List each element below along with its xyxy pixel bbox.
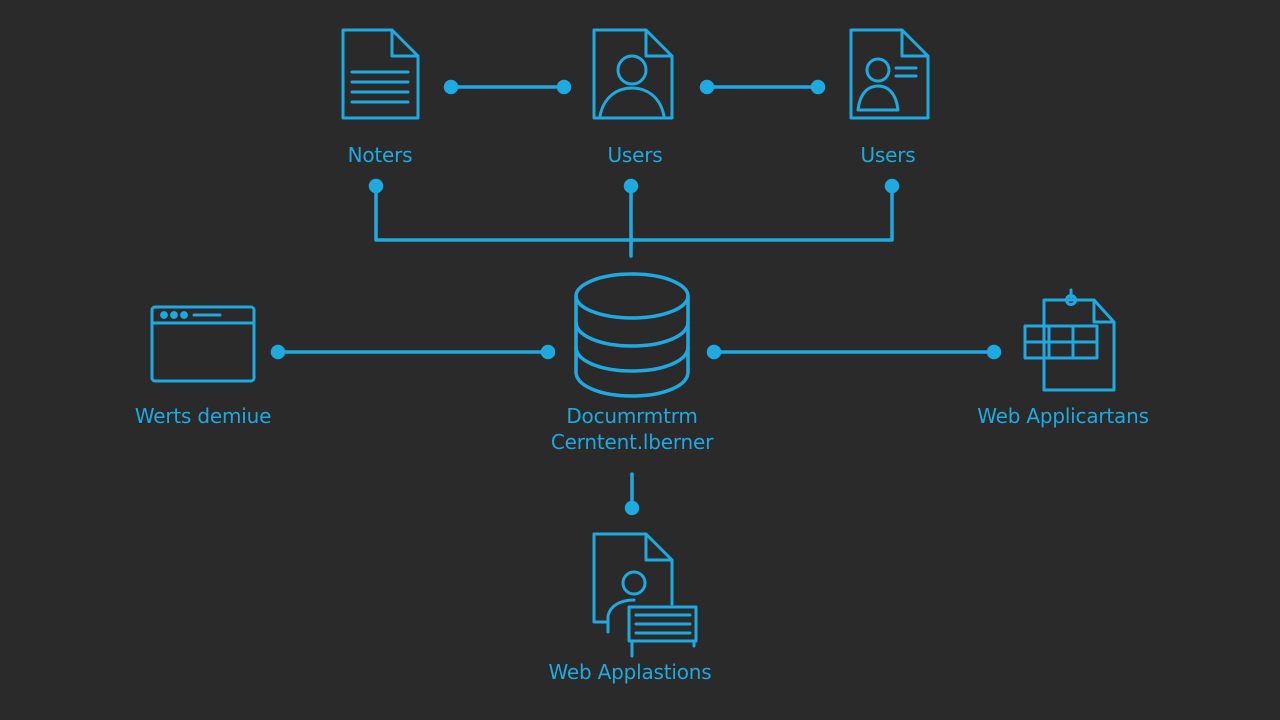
user-document-icon [592,28,674,120]
connector-database-to-bottom [624,472,640,516]
user-profile-card-icon [849,28,930,120]
connector-database-to-right [706,344,1002,360]
connectors [270,79,1002,516]
node-label-top-right: Users [860,143,916,167]
connector-top-left-to-top-center [443,79,572,95]
node-label-top-left: Noters [347,143,413,167]
node-label-center-line2: Cerntent.lberner [550,430,714,454]
document-icon [341,28,420,120]
node-label-bottom: Web Applastions [548,660,712,684]
connector-top-center-to-top-right [699,79,826,95]
node-label-left: Werts demiue [134,404,272,428]
node-label-center-line1: Documrmtrm [566,404,698,428]
browser-window-icon [150,305,256,383]
spreadsheet-document-icon [1023,288,1116,392]
database-icon [574,272,690,398]
connector-left-to-database [270,344,556,360]
node-label-top-center: Users [607,143,663,167]
user-document-list-icon [592,532,698,658]
connector-top-bus [368,178,900,258]
node-label-right: Web Applicartans [977,404,1149,428]
